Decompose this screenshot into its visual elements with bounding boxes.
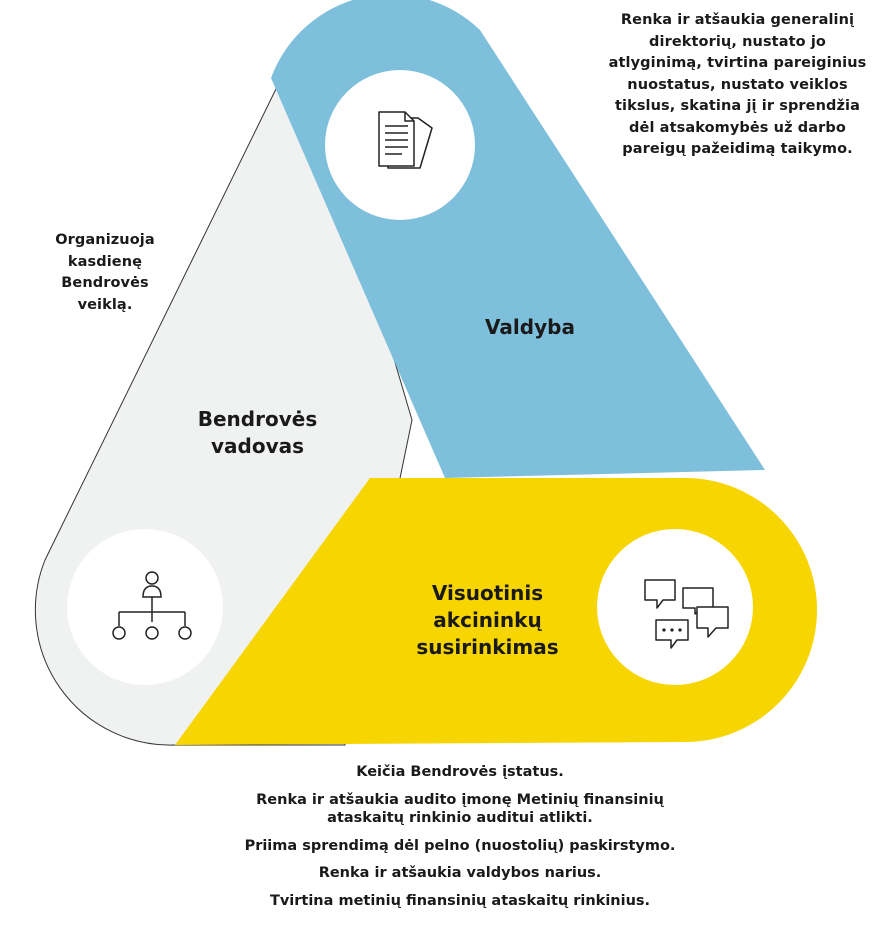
assembly-title-line3: susirinkimas xyxy=(416,635,559,659)
assembly-duty-item: Tvirtina metinių finansinių ataskaitų ri… xyxy=(269,892,651,909)
assembly-duty-item: Renka ir atšaukia valdybos narius. xyxy=(318,865,602,881)
chat-bubbles-icon xyxy=(644,579,729,649)
board-title: Valdyba xyxy=(485,315,575,339)
director-title-line2: vadovas xyxy=(210,434,305,458)
board-description: Renka ir atšaukia generalinį direktorių,… xyxy=(608,12,867,157)
assembly-duty-item: Keičia Bendrovės įstatus. xyxy=(356,764,564,780)
director-icon-circle xyxy=(67,529,223,685)
assembly-duty-item: Renka ir atšaukia audito įmonę Metinių f… xyxy=(256,791,664,827)
director-description: Organizuoja kasdienę Bendrovės veiklą. xyxy=(55,232,155,313)
assembly-title-line2: akcininkų xyxy=(433,608,542,632)
org-chart-icon xyxy=(112,571,192,640)
assembly-duties: Keičia Bendrovės įstatus. Renka ir atšau… xyxy=(180,763,740,919)
assembly-duty-item: Priima sprendimą dėl pelno (nuostolių) p… xyxy=(244,837,676,854)
director-title: Bendrovės vadovas xyxy=(170,406,345,460)
assembly-icon-circle xyxy=(597,529,753,685)
documents-icon xyxy=(378,111,433,169)
assembly-title-line1: Visuotinis xyxy=(431,581,544,605)
director-title-line1: Bendrovės xyxy=(197,407,318,431)
assembly-title: Visuotinis akcininkų susirinkimas xyxy=(395,580,580,661)
